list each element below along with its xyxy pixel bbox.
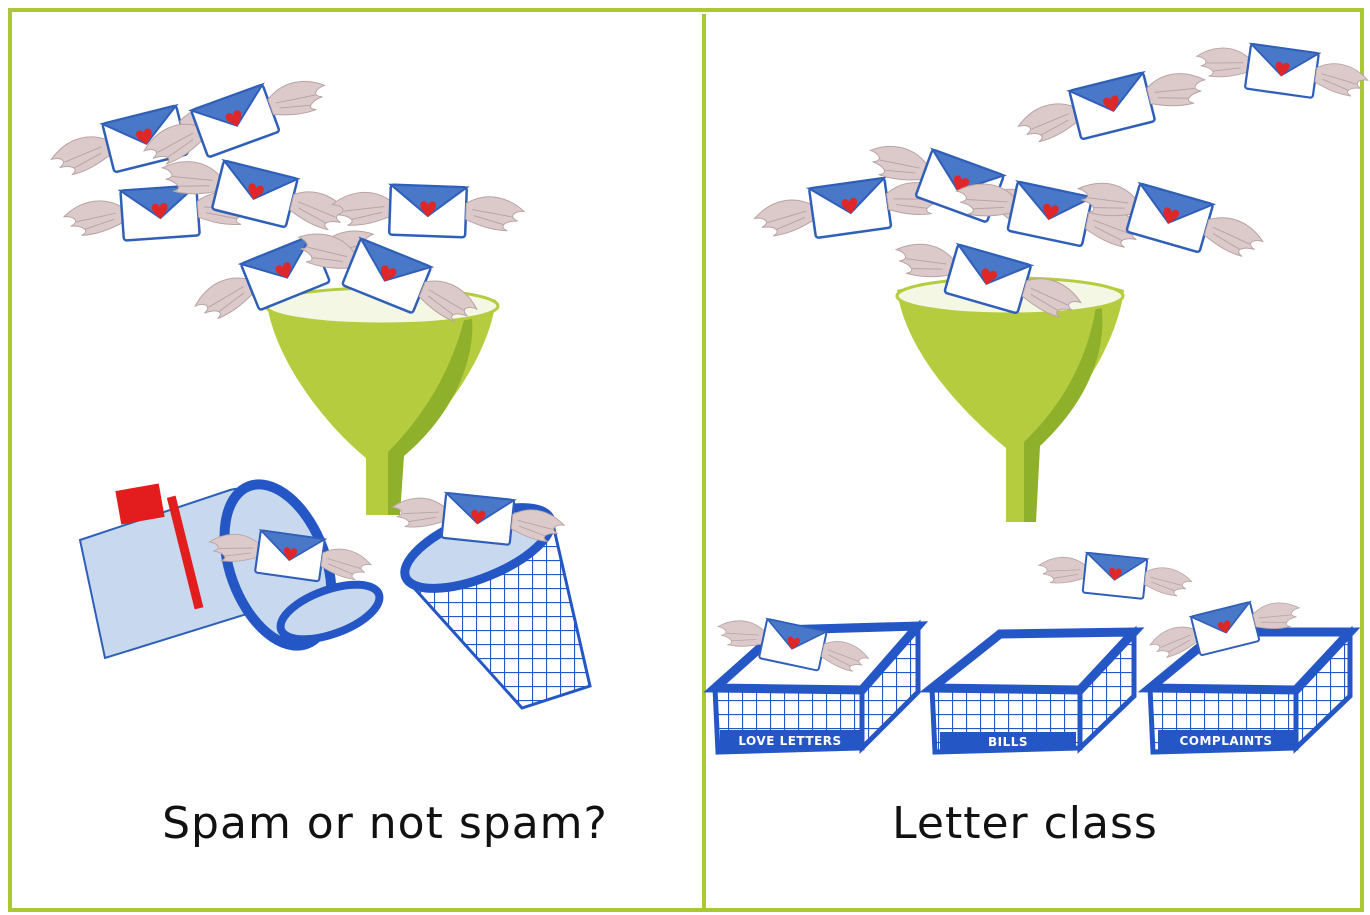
right-panel: LOVE LETTERS BILLS COMPLAINTS Letter cla — [714, 37, 1370, 849]
basket-label: BILLS — [988, 735, 1028, 749]
basket-label: COMPLAINTS — [1179, 734, 1272, 748]
right-caption: Letter class — [892, 798, 1158, 849]
envelope-icon — [1013, 58, 1211, 153]
envelope-icon — [1036, 548, 1193, 604]
funnel-icon — [266, 288, 498, 515]
envelope-icon — [752, 170, 949, 246]
basket-label: LOVE LETTERS — [738, 734, 841, 748]
envelope-icon — [1193, 37, 1370, 106]
left-panel: Spam or not spam? — [46, 65, 608, 849]
funnel-icon — [897, 278, 1124, 522]
left-caption: Spam or not spam? — [162, 798, 608, 849]
basket-icon: BILLS — [932, 632, 1134, 752]
